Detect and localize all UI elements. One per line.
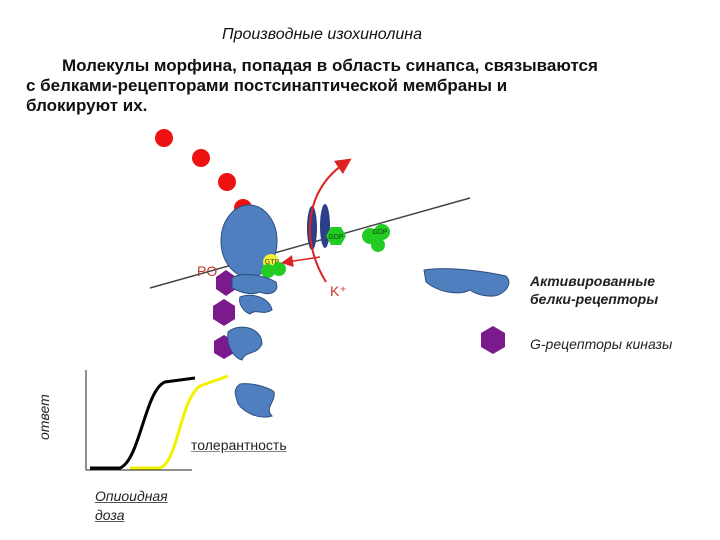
response-curve-tolerant (130, 374, 229, 470)
potassium-label: K⁺ (330, 283, 347, 299)
graph-x-label-line-2: доза (95, 507, 125, 523)
legend-kinase-icon (481, 326, 505, 354)
ion-channel-right (320, 204, 330, 248)
legend-activated-receptor-icon (423, 268, 510, 297)
gdp-label-right: GDP (372, 229, 388, 236)
legend-activated-line-2: белки-рецепторы (530, 291, 659, 307)
intro-line-3: блокируют их. (26, 96, 148, 115)
morphine-molecule (192, 149, 210, 167)
gdp-hexagon (326, 227, 346, 245)
gtp-arrow (281, 255, 321, 268)
potassium-flow-arrow (308, 158, 352, 283)
legend-kinase: G-рецепторы киназы (530, 336, 673, 352)
receptor-fragment (239, 294, 273, 315)
graph-x-label-line-1: Опиоидная (95, 488, 168, 504)
response-curve-normal (90, 376, 196, 470)
intro-line-1: Молекулы морфина, попадая в область сина… (62, 56, 598, 75)
gtp-label: GTP (265, 259, 280, 266)
intro-line-2: с белками-рецепторами постсинаптической … (26, 76, 508, 95)
phosphate-label: PO (197, 263, 218, 279)
receptor-fragment (234, 383, 275, 418)
legend-activated-receptors: Активированные белки-рецепторы (530, 272, 658, 308)
gdp-cluster-part (371, 238, 385, 252)
gtp-part (261, 264, 275, 278)
receptor-fragment (227, 326, 263, 361)
gdp-cluster-part (374, 224, 390, 240)
kinase-hexagon (213, 299, 235, 326)
morphine-molecule (218, 173, 236, 191)
gdp-label: GDP (328, 234, 344, 241)
graph-y-label: ответ (36, 394, 52, 440)
legend-activated-line-1: Активированные (530, 273, 656, 289)
receptor-fragment (231, 274, 278, 295)
intro-paragraph: Молекулы морфина, попадая в область сина… (26, 56, 706, 116)
graph-x-label: Опиоидная доза (95, 487, 168, 525)
slide-title: Производные изохинолина (222, 26, 422, 43)
tolerance-label: толерантность (191, 437, 287, 453)
morphine-molecule (155, 129, 173, 147)
kinase-hexagon (216, 270, 236, 296)
